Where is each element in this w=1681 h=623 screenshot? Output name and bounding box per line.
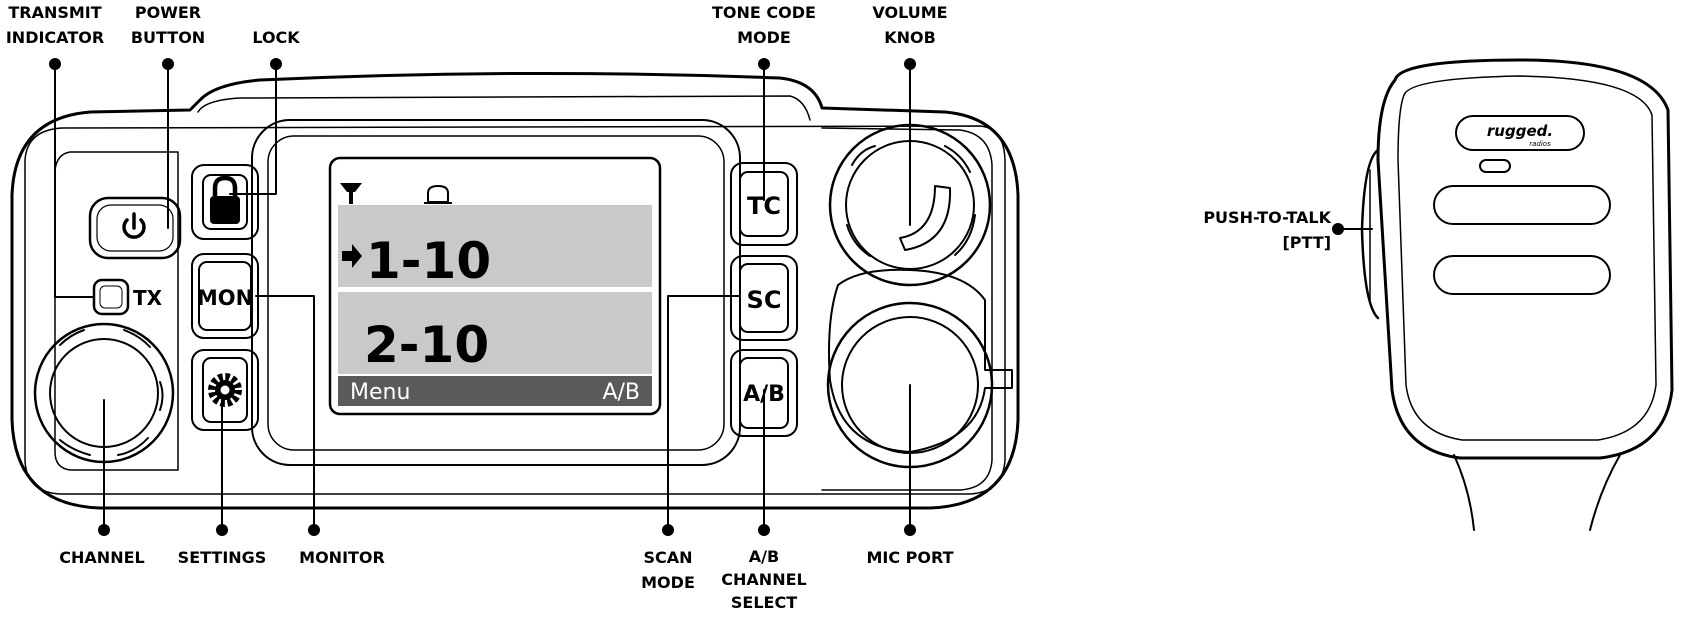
- selected-arrow-icon: [342, 244, 362, 268]
- channel-a-text: 1-10: [366, 232, 491, 290]
- right-panel: [821, 127, 993, 491]
- mon-button: [198, 261, 252, 331]
- label-scan-mode: SCAN MODE: [641, 545, 695, 595]
- mon-button-label: MON: [197, 286, 253, 310]
- label-line: INDICATOR: [5, 28, 105, 47]
- status-led: [1479, 159, 1511, 173]
- channel-b-text: 2-10: [364, 316, 489, 374]
- label-line: PUSH-TO-TALK: [1203, 208, 1331, 227]
- mic-cable-left: [1453, 454, 1475, 531]
- bell-icon: [424, 184, 452, 204]
- power-button: [88, 196, 182, 260]
- mic-cable-right: [1589, 454, 1621, 531]
- callout-lock: [229, 63, 277, 195]
- label-push-to-talk: PUSH-TO-TALK [PTT]: [1203, 205, 1331, 255]
- label-line: CHANNEL: [721, 570, 807, 589]
- gear-icon: [208, 373, 242, 407]
- settings-button: [202, 357, 248, 423]
- display-bezel-inner: [267, 135, 725, 451]
- volume-pointer: [899, 185, 952, 251]
- tc-button-label: TC: [747, 192, 781, 220]
- grill-slot-2: [1433, 255, 1611, 295]
- label-line: TRANSMIT: [8, 3, 102, 22]
- radio-inner-bevel: [197, 95, 811, 121]
- label-line: KNOB: [884, 28, 936, 47]
- sc-button-label: SC: [747, 286, 782, 314]
- label-line: SETTINGS: [177, 548, 267, 567]
- softkey-menu: Menu: [350, 380, 410, 405]
- lock-icon: [210, 175, 240, 224]
- label-line: LOCK: [252, 28, 300, 47]
- microphone-body: [1376, 58, 1674, 460]
- label-line: POWER: [134, 3, 202, 22]
- ab-button-label: A/B: [743, 382, 785, 407]
- brand-logo: rugged.: [1487, 122, 1553, 140]
- label-line: TONE CODE: [712, 3, 816, 22]
- left-panel: [54, 151, 179, 471]
- radio-face: [24, 125, 1006, 495]
- antenna-icon: [340, 183, 362, 204]
- label-line: MODE: [641, 573, 695, 592]
- brand-logo-sub: radios: [1529, 140, 1551, 148]
- label-line: A/B: [748, 547, 780, 566]
- display-frame: [328, 156, 662, 416]
- callout-monitor: [255, 295, 315, 531]
- label-mic-port: MIC PORT: [866, 545, 953, 570]
- label-line: MONITOR: [299, 548, 385, 567]
- label-line: CHANNEL: [59, 548, 145, 567]
- label-line: VOLUME: [872, 3, 948, 22]
- label-transmit-indicator: TRANSMIT INDICATOR: [6, 0, 104, 50]
- label-line: BUTTON: [130, 28, 206, 47]
- label-ab-channel-select: A/B CHANNEL SELECT: [721, 545, 806, 614]
- label-tone-code-mode: TONE CODE MODE: [712, 0, 816, 50]
- sc-button-frame: [730, 255, 798, 341]
- label-lock: LOCK: [252, 25, 299, 50]
- label-channel: CHANNEL: [59, 545, 144, 570]
- callout-scan: [667, 295, 741, 531]
- settings-button-frame: [191, 349, 259, 431]
- label-volume-knob: VOLUME KNOB: [872, 0, 947, 50]
- label-line: MIC PORT: [866, 548, 954, 567]
- brand-plate: [1455, 115, 1585, 151]
- label-line: SCAN: [643, 548, 693, 567]
- mic-port-housing: [828, 268, 1013, 453]
- label-power-button: POWER BUTTON: [131, 0, 205, 50]
- power-icon: [122, 212, 146, 239]
- display-screen: 1-10 2-10 Menu A/B: [338, 166, 652, 406]
- grill-slot-1: [1433, 185, 1611, 225]
- label-line: [PTT]: [1282, 233, 1331, 252]
- label-line: SELECT: [730, 593, 798, 612]
- callout-dots: [49, 58, 1344, 536]
- radio-body: [10, 71, 1020, 510]
- tx-indicator: [92, 278, 130, 316]
- tx-label: TX: [133, 286, 163, 310]
- sc-button: [739, 263, 789, 333]
- lock-button: [202, 174, 248, 230]
- lock-button-frame: [191, 164, 259, 240]
- label-settings: SETTINGS: [178, 545, 267, 570]
- label-line: MODE: [737, 28, 791, 47]
- callout-transmit: [54, 63, 95, 298]
- label-monitor: MONITOR: [299, 545, 385, 570]
- softkey-bar: [338, 376, 652, 406]
- softkey-ab: A/B: [602, 380, 640, 405]
